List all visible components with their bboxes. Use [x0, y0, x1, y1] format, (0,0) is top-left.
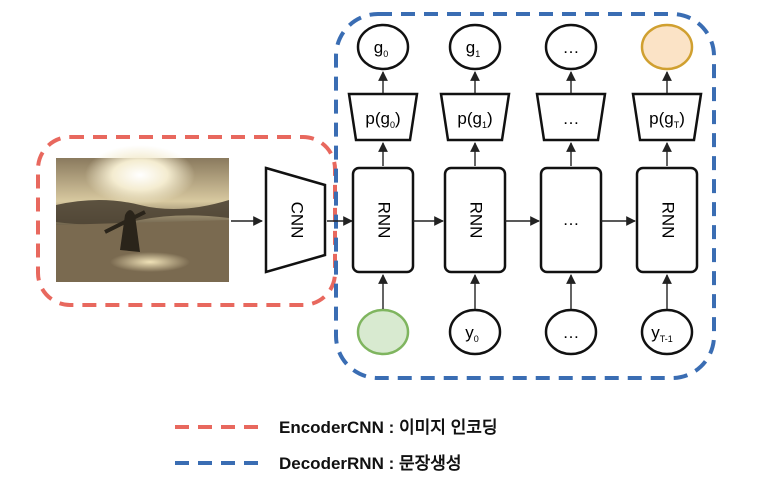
rnn-cell	[351, 166, 415, 274]
input-label: yT-1	[651, 323, 673, 344]
output-node-2: …	[544, 23, 598, 71]
input-image	[56, 145, 229, 282]
prob-label: p(gT)	[649, 109, 685, 130]
legend-item-encoder: EncoderCNN : 이미지 인코딩	[175, 418, 498, 437]
input-node-3: yT-1	[640, 308, 694, 356]
input-node-2: …	[544, 308, 598, 356]
cnn-label: CNN	[288, 202, 307, 239]
prob-block-0: p(g0)	[347, 92, 419, 142]
cnn-block	[264, 166, 327, 274]
output-node-0: g0	[356, 23, 410, 71]
output-node-1: g1	[448, 23, 502, 71]
legend: EncoderCNN : 이미지 인코딩 DecoderRNN : 문장생성	[175, 418, 498, 473]
rnn-column-1: RNN	[443, 166, 507, 274]
prob-block-3: p(gT)	[631, 92, 703, 142]
rnn-label: RNN	[467, 202, 486, 239]
rnn-column-2: …	[539, 166, 603, 274]
rnn-label: RNN	[375, 202, 394, 239]
prob-label: p(g1)	[457, 109, 492, 130]
rnn-column-3: RNN	[635, 166, 699, 274]
rnn-label: …	[563, 210, 580, 229]
rnn-cell	[635, 166, 699, 274]
end-token-node	[640, 23, 694, 71]
input-label: y0	[465, 323, 479, 344]
rnn-cell	[443, 166, 507, 274]
decoder-region	[334, 12, 716, 380]
rnn-cell	[539, 166, 603, 274]
legend-label: EncoderCNN : 이미지 인코딩	[279, 418, 498, 437]
output-label: g0	[374, 38, 388, 59]
prob-block-1: p(g1)	[439, 92, 511, 142]
start-token-node	[356, 308, 410, 356]
input-node-1: y0	[448, 308, 502, 356]
prob-label: …	[563, 109, 580, 128]
legend-item-decoder: DecoderRNN : 문장생성	[175, 454, 462, 473]
output-label: g1	[466, 38, 480, 59]
prob-label: p(g0)	[365, 109, 400, 130]
legend-label: DecoderRNN : 문장생성	[279, 454, 462, 473]
rnn-label: RNN	[659, 202, 678, 239]
input-label: …	[563, 323, 580, 342]
output-label: …	[563, 38, 580, 57]
rnn-column-0: RNN	[351, 166, 415, 274]
prob-block-2: …	[535, 92, 607, 142]
